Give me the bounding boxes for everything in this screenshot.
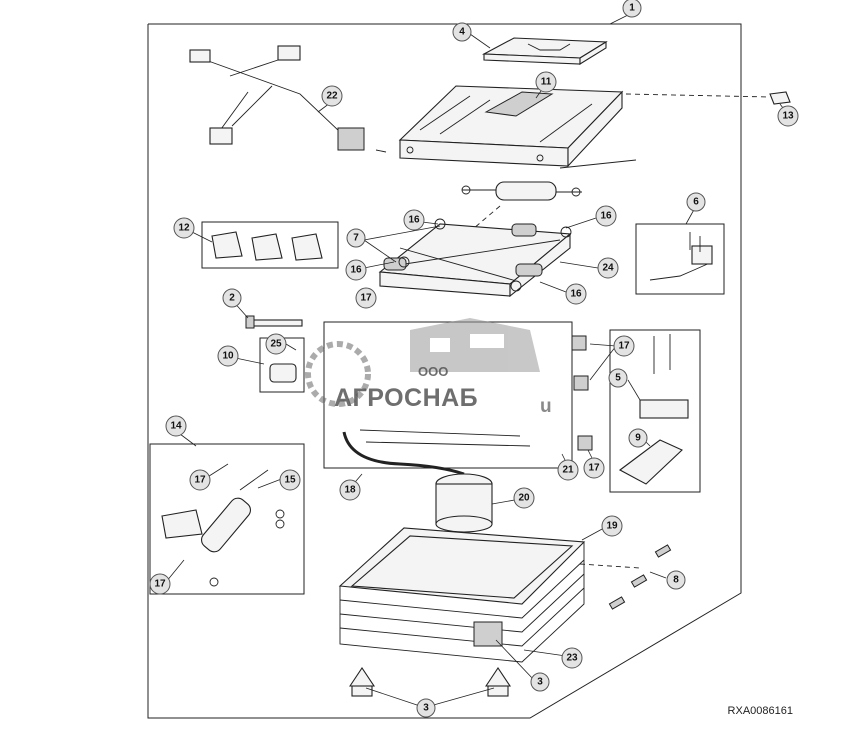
handle-kit-part-12 <box>201 221 339 269</box>
hose-part-18 <box>342 431 465 476</box>
assembly-frame <box>147 23 742 719</box>
svg-text:25: 25 <box>270 339 282 350</box>
callout-c9: 9 <box>628 428 648 448</box>
lower-frame-part-21 <box>323 321 593 469</box>
svg-text:16: 16 <box>350 265 362 276</box>
callout-c16b: 16 <box>595 205 617 227</box>
leader-lines <box>165 13 787 707</box>
svg-text:15: 15 <box>284 475 296 486</box>
callout-c21: 21 <box>557 459 579 481</box>
svg-text:14: 14 <box>170 421 182 432</box>
callout-c17c: 17 <box>583 457 605 479</box>
callout-c4: 4 <box>452 22 472 42</box>
svg-text:4: 4 <box>459 27 465 38</box>
callout-c3b: 3 <box>416 698 436 718</box>
callout-c16c: 16 <box>345 259 367 281</box>
bracket-kit-part-6 <box>635 223 725 295</box>
callout-c7: 7 <box>346 228 366 248</box>
lever-kit-part-10 <box>259 337 305 393</box>
gas-spring-cylinder <box>461 181 582 201</box>
svg-text:16: 16 <box>570 289 582 300</box>
callout-c18: 18 <box>339 479 361 501</box>
callout-c16a: 16 <box>403 209 425 231</box>
svg-text:8: 8 <box>673 575 679 586</box>
svg-text:1: 1 <box>629 3 635 14</box>
svg-text:17: 17 <box>154 579 166 590</box>
svg-text:17: 17 <box>588 463 600 474</box>
callout-c24: 24 <box>597 257 619 279</box>
svg-text:22: 22 <box>326 91 338 102</box>
callout-c17a: 17 <box>355 287 377 309</box>
svg-text:19: 19 <box>606 521 618 532</box>
svg-text:9: 9 <box>635 433 641 444</box>
svg-text:24: 24 <box>602 263 614 274</box>
callout-c8: 8 <box>666 570 686 590</box>
watermark-suffix: u <box>540 396 552 417</box>
svg-text:5: 5 <box>615 373 621 384</box>
callout-c15: 15 <box>279 469 301 491</box>
callout-c1: 1 <box>622 0 642 18</box>
callout-c3a: 3 <box>530 672 550 692</box>
callout-c6: 6 <box>686 192 706 212</box>
svg-text:21: 21 <box>562 465 574 476</box>
air-spring-part-20 <box>435 473 493 533</box>
fastener-set-part-8 <box>608 544 672 610</box>
watermark-logo <box>305 318 540 407</box>
bellows-part-19 <box>338 527 586 663</box>
watermark-prefix: ООО <box>418 364 449 379</box>
svg-text:12: 12 <box>178 223 190 234</box>
adjuster-kit-part-5 <box>609 329 701 493</box>
svg-text:17: 17 <box>360 293 372 304</box>
callout-c12: 12 <box>173 217 195 239</box>
leader-dash-8 <box>579 563 641 569</box>
callout-c19: 19 <box>601 515 623 537</box>
callout-c25: 25 <box>265 333 287 355</box>
svg-text:18: 18 <box>344 485 356 496</box>
callout-c17d: 17 <box>189 469 211 491</box>
svg-text:3: 3 <box>537 677 543 688</box>
seat-frame-part-11 <box>398 85 637 169</box>
watermark-brand: АГРОСНАБ <box>334 384 479 412</box>
svg-text:2: 2 <box>229 293 235 304</box>
svg-text:16: 16 <box>600 211 612 222</box>
svg-text:7: 7 <box>353 233 359 244</box>
callout-c23: 23 <box>561 647 583 669</box>
svg-text:6: 6 <box>693 197 699 208</box>
svg-text:17: 17 <box>194 475 206 486</box>
wiring-harness-part-22 <box>189 45 387 153</box>
scissor-mechanism-part-24 <box>378 218 572 298</box>
callout-c11: 11 <box>535 71 557 93</box>
callout-c13: 13 <box>777 105 799 127</box>
cover-plate-part-4 <box>481 37 608 65</box>
svg-text:3: 3 <box>423 703 429 714</box>
svg-text:11: 11 <box>541 77 552 88</box>
svg-text:13: 13 <box>782 111 794 122</box>
reference-code: RXA0086161 <box>727 705 793 717</box>
callout-c17b: 17 <box>613 335 635 357</box>
callout-c5: 5 <box>608 368 628 388</box>
shock-absorber-kit-part-14 <box>149 443 305 595</box>
callout-c17e: 17 <box>149 573 171 595</box>
callout-c2: 2 <box>222 288 242 308</box>
callout-c20: 20 <box>513 487 535 509</box>
callout-group: 1 2 3 3 4 5 6 7 8 9 10 11 12 13 14 15 16… <box>149 0 799 718</box>
svg-text:17: 17 <box>618 341 630 352</box>
mount-feet-part-3 <box>348 667 512 697</box>
svg-text:23: 23 <box>566 653 578 664</box>
callout-c16d: 16 <box>565 283 587 305</box>
callout-c14: 14 <box>165 415 187 437</box>
clip-part-13 <box>769 91 791 105</box>
callout-c10: 10 <box>217 345 239 367</box>
leader-dash-13 <box>625 93 771 98</box>
svg-text:16: 16 <box>408 215 420 226</box>
svg-text:10: 10 <box>222 351 234 362</box>
rod-part-2 <box>245 315 303 329</box>
svg-text:20: 20 <box>518 493 530 504</box>
callout-c22: 22 <box>321 85 343 107</box>
